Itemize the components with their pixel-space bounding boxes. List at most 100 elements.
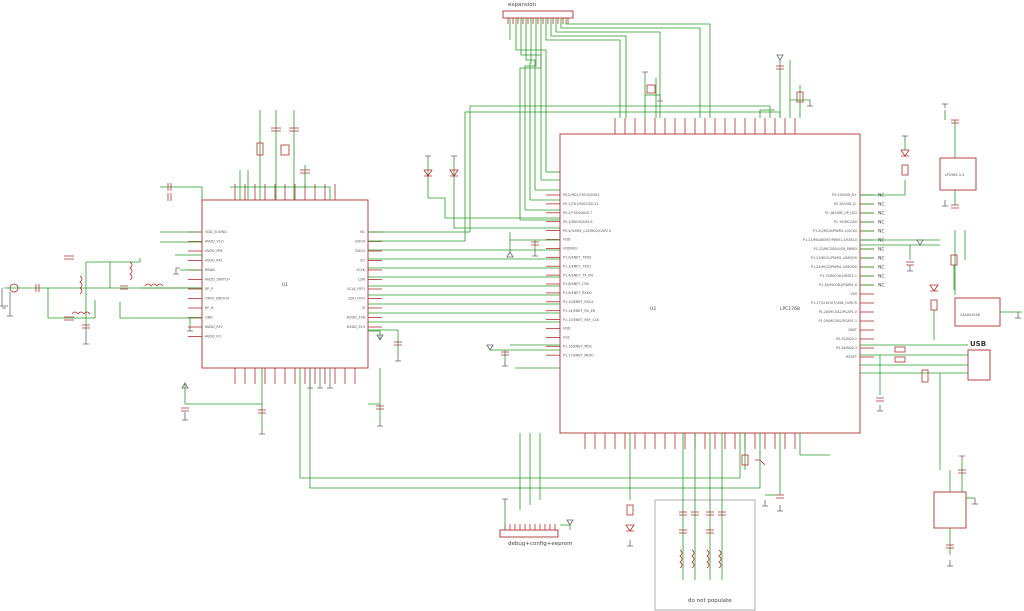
u1-left-decoupling bbox=[486, 232, 560, 367]
u2-left-pin-label: AVDD_PRE bbox=[205, 249, 223, 253]
u1-part: LPC1768 bbox=[780, 306, 800, 312]
u1-left-pin-label: VSS bbox=[563, 336, 570, 340]
nc-label: NC bbox=[878, 211, 885, 217]
u1-left-pin-label: P0.3/RXD0/AD0.6 bbox=[563, 220, 593, 224]
u1-left-pin-label: P0.0/RD1/TXD3/SDA1 bbox=[563, 193, 599, 197]
u1-right-pin-label: P0.25/AD0.2 bbox=[836, 337, 857, 341]
status-leds bbox=[423, 155, 560, 229]
u1-right-pin-label: VSS bbox=[850, 292, 857, 296]
u1-right-pin-label: P1.23/MCI1/PWM1.4/MISO0 bbox=[811, 256, 857, 260]
dnp-label: do not populate bbox=[688, 598, 732, 604]
u2-left-pin-label: RBIAS bbox=[205, 268, 215, 272]
u1-right-pin-label: P1.18/USB_UP_LED bbox=[825, 211, 858, 215]
u2-name: U1 bbox=[282, 282, 288, 288]
u2-left-pin-label: AVDD_RF1 bbox=[205, 259, 223, 263]
u1-left-pin-label: VDD bbox=[563, 327, 571, 331]
usb-regulator bbox=[933, 491, 967, 529]
u2-left-pin-label: RF_N bbox=[205, 306, 214, 310]
u2-right-pin-label: NC bbox=[360, 230, 366, 234]
u1-right-components: LP2985-3.3 24AA02E48 USB bbox=[860, 103, 1022, 567]
u2-left-pin-label: AVDD_RF2 bbox=[205, 325, 223, 329]
u1-left-pin-label: P1.15/ENET_REF_CLK bbox=[563, 318, 600, 322]
u2-right-pin-label: SCLK bbox=[356, 268, 365, 272]
u2-right-pin-label: SCLK_FIFO bbox=[347, 287, 365, 291]
u1-left-pin-label: VDD bbox=[563, 238, 571, 242]
nc-label: NC bbox=[878, 247, 885, 253]
nc-label: NC bbox=[878, 202, 885, 208]
ldo-regulator bbox=[939, 157, 977, 191]
u2-rf-transceiver: U1 VDD_SOUND AVDD_VCO AVDD_PRE AVDD_RF1RBIA… bbox=[188, 184, 382, 384]
u1-right-pin-label: P1.27/CLKOUT/USB_OVRCR bbox=[811, 301, 858, 305]
u1-right-pin-label: P1.21/MCABORT/PWM1.3/SSEL0 bbox=[803, 238, 857, 242]
debug-label: debug+config+eeprom bbox=[508, 541, 573, 547]
nc-label: NC bbox=[878, 220, 885, 226]
u2-left-pin-label: AVDD_IF2 bbox=[205, 335, 221, 339]
u1-left-pin-label: P0.1/TD1/RXD3/SCL1 bbox=[563, 202, 599, 206]
nc-label: NC bbox=[878, 265, 885, 271]
u1-right-pin-label: P0.26/AD0.3 bbox=[836, 346, 857, 350]
u1-left-pin-label: P1.10/ENET_RXD1 bbox=[563, 300, 594, 304]
nc-label: NC bbox=[878, 256, 885, 262]
u1-left-pin-label: P1.4/ENET_TX_EN bbox=[563, 273, 593, 277]
u2-right-pin-label: SI bbox=[362, 306, 365, 310]
u1-left-pin-label: P1.9/ENET_RXD0 bbox=[563, 291, 592, 295]
nc-label: NC bbox=[878, 274, 885, 280]
u2-left-pin-label: AVDD_SWITCH bbox=[205, 278, 230, 282]
u1-right-pin-label: P1.22/MCOB0/USB_PWRD bbox=[814, 247, 858, 251]
nc-label: NC bbox=[878, 193, 885, 199]
u1-right-pin-label: P1.24/MCI2/PWM1.5/MOSI0 bbox=[811, 265, 857, 269]
u1-left-pin-label: P1.16/ENET_MDC bbox=[563, 345, 593, 349]
dnp-region: do not populate bbox=[654, 433, 756, 611]
usb-label: USB bbox=[970, 340, 986, 348]
u1-bottom-components bbox=[625, 433, 830, 547]
u2-right-pin-label: SO bbox=[360, 259, 365, 263]
u1-right-pin-label: P1.26/MCOB1/PWM1.6 bbox=[819, 283, 857, 287]
u2-left-pin-label: RF_P bbox=[205, 287, 213, 291]
u1-left-pin-label: VDDREG bbox=[563, 247, 578, 251]
svg-text:24AA02E48: 24AA02E48 bbox=[960, 313, 980, 317]
usb-connector bbox=[967, 349, 991, 381]
u1-lpc1768: U2 LPC1768 P0.0/RD1/TXD3/SDA1P0.1/TD1/RX… bbox=[546, 118, 874, 449]
u2-right-pin-label: CSN bbox=[358, 278, 366, 282]
rf-frontend bbox=[0, 231, 202, 345]
u1-left-pin-label: P1.1/ENET_TXD1 bbox=[563, 264, 591, 268]
u1-left-pin-label: P0.2/TXD0/AD0.7 bbox=[563, 211, 592, 215]
u1-right-pin-label: P1.19/MCOA0 bbox=[834, 220, 857, 224]
u1-top-components bbox=[642, 54, 813, 118]
u1-right-pin-label: P1.20/MCI0/PWM1.2/SCK0 bbox=[813, 229, 857, 233]
u1-right-pin-label: P1.28/MCOA2/PCAP1.0 bbox=[819, 310, 857, 314]
u2-left-pin-label: VDD_SOUND bbox=[205, 230, 227, 234]
debug-header: debug+config+eeprom bbox=[499, 498, 574, 547]
u1-left-pin-label: P1.0/ENET_TXD0 bbox=[563, 256, 591, 260]
u2-right-pin-label: DVDD_3V3 bbox=[347, 325, 365, 329]
u1-right-pin-label: RESET bbox=[846, 355, 858, 359]
u1-left-pin-label: P0.4/I2SRX_CLK/RD2/CAP2.0 bbox=[563, 229, 611, 233]
eeprom bbox=[954, 297, 1001, 327]
u1-right-pin-label: P0.30/USB_D- bbox=[834, 202, 858, 206]
u1-right-pin-label: P1.25/MCOA1/MAT1.1 bbox=[820, 274, 857, 278]
expansion-header: expansion bbox=[502, 2, 574, 24]
u1-name: U2 bbox=[650, 306, 656, 312]
u1-right-pin-label: VBAT bbox=[848, 328, 858, 332]
expansion-wires bbox=[509, 18, 711, 221]
nc-label: NC bbox=[878, 283, 885, 289]
u1-left-pin-label: P1.8/ENET_CRS bbox=[563, 282, 589, 286]
expansion-label: expansion bbox=[508, 2, 537, 8]
u2-left-pin-label: AVDD_VCO bbox=[205, 240, 224, 244]
u2-left-pin-label: TXRX_SWITCH bbox=[204, 297, 230, 301]
u1-right-pin-label: P0.29/USB_D+ bbox=[832, 193, 857, 197]
u2-right-pin-label: DVDD_1V8 bbox=[347, 316, 365, 320]
u1-right-pin-label: P1.29/MCOB2/PCAP1.1 bbox=[819, 319, 858, 323]
nc-label: NC bbox=[878, 229, 885, 235]
u2-bottom-components bbox=[181, 329, 402, 435]
u2-top-components bbox=[160, 110, 331, 201]
u1-left-pin-label: P1.14/ENET_RX_ER bbox=[563, 309, 596, 313]
svg-text:LP2985-3.3: LP2985-3.3 bbox=[945, 173, 964, 177]
u1-left-pin-label: P1.17/ENET_MDIO bbox=[563, 353, 594, 357]
nc-marks: NC NC NC NC NC NC NC NC NC NC NC bbox=[860, 193, 885, 289]
nc-label: NC bbox=[878, 238, 885, 244]
u2-right-pin-label: GDO2 bbox=[355, 249, 365, 253]
u2-right-pin-label: GDO0 bbox=[355, 240, 365, 244]
u2-right-pin-label: SDO_FIFO bbox=[348, 297, 365, 301]
